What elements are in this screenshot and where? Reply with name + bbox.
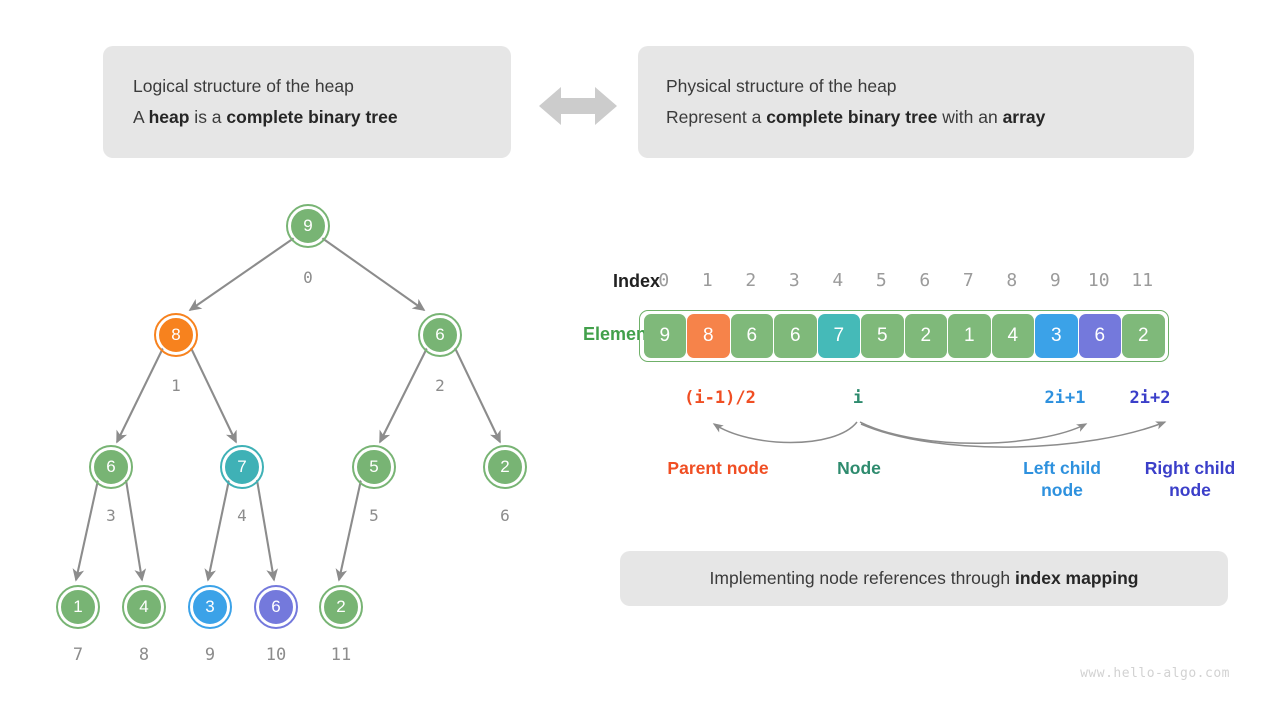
callout-right-line2-bold2: array <box>1002 107 1046 127</box>
array-cell-4: 7 <box>817 314 860 358</box>
formula-node: i <box>852 388 864 408</box>
tree-node-7: 1 <box>56 585 100 629</box>
array-cell-10: 6 <box>1078 314 1121 358</box>
tree-node-11: 2 <box>319 585 363 629</box>
tree-node-value: 6 <box>106 457 116 476</box>
callout-left-line2: A heap is a complete binary tree <box>133 102 481 133</box>
callout-left-line1: Logical structure of the heap <box>133 76 354 97</box>
callout-logical-structure: Logical structure of the heap A heap is … <box>103 46 511 158</box>
callout-left-line2-bold1: heap <box>148 107 190 127</box>
tree-node-10: 6 <box>254 585 298 629</box>
tree-node-8: 4 <box>122 585 166 629</box>
tree-edge-index-0: 0 <box>303 268 313 287</box>
callout-physical-structure: Physical structure of the heap Represent… <box>638 46 1194 158</box>
tree-node-value: 1 <box>73 597 83 616</box>
tree-node-value: 2 <box>500 457 510 476</box>
array-index-11: 11 <box>1131 270 1154 291</box>
role-node: Node <box>818 458 900 480</box>
tree-node-9: 3 <box>188 585 232 629</box>
array-index-10: 10 <box>1087 270 1110 291</box>
tree-node-value: 9 <box>303 216 313 235</box>
tree-leaf-index-7: 7 <box>72 645 84 665</box>
callout-right-line2-bold1: complete binary tree <box>766 107 938 127</box>
array-index-0: 0 <box>658 270 670 291</box>
tree-leaf-index-11: 11 <box>330 645 352 665</box>
array-cell-1: 8 <box>687 314 730 358</box>
role-left-child: Left child node <box>1000 458 1124 502</box>
callout-left-line2-bold2: complete binary tree <box>226 107 398 127</box>
tree-node-value: 4 <box>139 597 149 616</box>
role-node-line1: Node <box>837 458 881 478</box>
tree-node-value: 6 <box>271 597 281 616</box>
callout-right-line2-mid: with an <box>937 107 1003 127</box>
role-parent: Parent node <box>652 458 784 480</box>
tree-leaf-index-10: 10 <box>265 645 287 665</box>
array-index-8: 8 <box>1006 270 1018 291</box>
tree-leaf-index-9: 9 <box>204 645 216 665</box>
watermark: www.hello-algo.com <box>1080 666 1230 681</box>
formula-left-child: 2i+1 <box>1044 388 1086 408</box>
array-index-2: 2 <box>745 270 757 291</box>
tree-node-value: 6 <box>435 325 445 344</box>
role-left-child-line2: node <box>1041 479 1083 500</box>
array-cell-7: 1 <box>948 314 991 358</box>
tree-node-2: 6 <box>418 313 462 357</box>
array-cell-9: 3 <box>1035 314 1078 358</box>
tree-node-value: 2 <box>336 597 346 616</box>
array-index-7: 7 <box>962 270 974 291</box>
array-index-5: 5 <box>875 270 887 291</box>
callout-left-line2-pre: A <box>133 107 149 127</box>
double-arrow-icon <box>539 87 617 125</box>
tree-edges <box>72 237 501 582</box>
callout-right-line2-pre: Represent a <box>666 107 767 127</box>
array-cell-3: 6 <box>774 314 817 358</box>
array-index-1: 1 <box>701 270 713 291</box>
array-cell-8: 4 <box>991 314 1034 358</box>
tree-node-value: 8 <box>171 325 181 344</box>
callout-left-line2-mid: is a <box>189 107 227 127</box>
callout-right-line1: Physical structure of the heap <box>666 76 897 97</box>
callout-bottom-line: Implementing node references through ind… <box>710 568 1139 589</box>
callout-bottom-bold: index mapping <box>1014 568 1139 588</box>
tree-edge-index-3: 3 <box>106 506 116 525</box>
tree-node-4: 7 <box>220 445 264 489</box>
tree-edge-index-1: 1 <box>171 376 181 395</box>
role-left-child-line1: Left child <box>1023 458 1101 478</box>
array-index-4: 4 <box>832 270 844 291</box>
array-index-9: 9 <box>1049 270 1061 291</box>
callout-bottom-pre: Implementing node references through <box>709 568 1015 588</box>
formula-parent: (i-1)/2 <box>684 388 756 408</box>
index-row-label: Index <box>612 271 660 291</box>
tree-edge-index-5: 5 <box>369 506 379 525</box>
array-cell-2: 6 <box>730 314 773 358</box>
array-cell-11: 2 <box>1122 314 1165 358</box>
tree-edge-index-2: 2 <box>435 376 445 395</box>
tree-node-3: 6 <box>89 445 133 489</box>
array-index-3: 3 <box>788 270 800 291</box>
callout-right-line2: Represent a complete binary tree with an… <box>666 102 1166 133</box>
tree-node-0: 9 <box>286 204 330 248</box>
tree-leaf-index-8: 8 <box>138 645 150 665</box>
array-cell-6: 2 <box>904 314 947 358</box>
tree-node-value: 5 <box>369 457 379 476</box>
role-parent-line1: Parent node <box>667 458 769 478</box>
array-cell-0: 9 <box>643 314 686 358</box>
tree-node-6: 2 <box>483 445 527 489</box>
formula-right-child: 2i+2 <box>1129 388 1171 408</box>
array-index-6: 6 <box>919 270 931 291</box>
mapping-arrows <box>712 421 1167 448</box>
tree-node-value: 7 <box>237 457 247 476</box>
element-row-label: Element <box>582 324 653 344</box>
tree-edge-index-6: 6 <box>500 506 510 525</box>
callout-index-mapping: Implementing node references through ind… <box>620 551 1228 606</box>
role-right-child: Right child node <box>1125 458 1255 502</box>
tree-node-1: 8 <box>154 313 198 357</box>
tree-node-5: 5 <box>352 445 396 489</box>
tree-node-value: 3 <box>205 597 215 616</box>
array-cell-5: 5 <box>861 314 904 358</box>
tree-edge-index-4: 4 <box>237 506 247 525</box>
role-right-child-line2: node <box>1169 479 1211 500</box>
role-right-child-line1: Right child <box>1144 458 1236 478</box>
